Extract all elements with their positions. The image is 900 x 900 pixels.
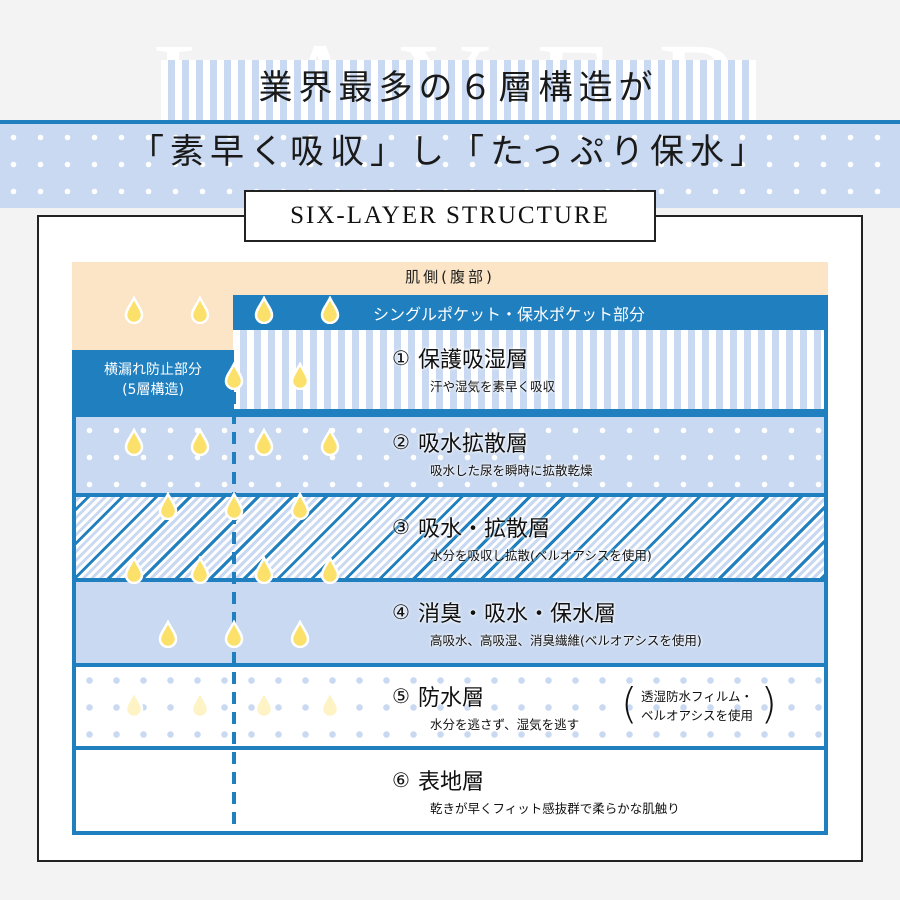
layer-6-title: 表地層 <box>417 770 484 795</box>
dashed-divider <box>232 372 236 835</box>
section-label: SIX-LAYER STRUCTURE <box>244 190 656 242</box>
water-drop-icon <box>290 492 310 520</box>
layer-2-text: ② 吸水拡散層 吸水した尿を瞬時に拡散乾燥 <box>392 426 593 479</box>
layer-4-band <box>72 582 828 667</box>
water-drop-icon <box>124 556 144 584</box>
water-drop-icon <box>224 620 244 648</box>
layer-5-note-line-2: ベルオアシスを使用 <box>641 708 754 723</box>
layer-5-text: ⑤ 防水層 水分を逃さず、湿気を逃す <box>392 680 812 733</box>
side-leak-sub: (5層構造) <box>122 382 184 398</box>
layer-diagram: 肌側(腹部) シングルポケット・保水ポケット部分 横漏れ防止部分 (5層構造) … <box>72 262 828 835</box>
water-drop-icon <box>320 690 340 718</box>
layer-2-desc: 吸水した尿を瞬時に拡散乾燥 <box>430 463 593 478</box>
water-drop-icon <box>190 556 210 584</box>
water-drop-icon <box>124 296 144 324</box>
layer-2-number: ② <box>392 430 410 454</box>
pocket-label: シングルポケット・保水ポケット部分 <box>373 304 646 324</box>
layer-3-number: ③ <box>392 515 410 539</box>
layer-4-text: ④ 消臭・吸水・保水層 高吸水、高吸湿、消臭繊維(ベルオアシスを使用) <box>392 596 702 649</box>
water-drop-icon <box>224 362 244 390</box>
water-drop-icon <box>320 556 340 584</box>
layer-3-text: ③ 吸水・拡散層 水分を吸収し拡散(ベルオアシスを使用) <box>392 511 652 564</box>
skin-side-label: 肌側(腹部) <box>405 268 495 286</box>
layer-1-number: ① <box>392 346 410 370</box>
water-drop-icon <box>290 620 310 648</box>
layer-1-band <box>233 330 828 413</box>
water-drop-icon <box>158 620 178 648</box>
layer-3-desc: 水分を吸収し拡散(ベルオアシスを使用) <box>430 548 652 563</box>
layer-5-note-line-1: 透湿防水フィルム・ <box>641 689 754 704</box>
layer-6-text: ⑥ 表地層 乾きが早くフィット感抜群で柔らかな肌触り <box>392 764 680 817</box>
water-drop-icon <box>290 362 310 390</box>
layer-6-desc: 乾きが早くフィット感抜群で柔らかな肌触り <box>430 801 680 816</box>
layer-5-number: ⑤ <box>392 684 410 708</box>
layer-2-title: 吸水拡散層 <box>417 432 528 457</box>
layer-1-desc: 汗や湿気を素早く吸収 <box>430 379 556 394</box>
water-drop-icon <box>124 428 144 456</box>
layer-6-band <box>72 750 828 835</box>
layer-5-desc: 水分を逃さず、湿気を逃す <box>430 717 580 732</box>
water-drop-icon <box>224 492 244 520</box>
water-drop-icon <box>254 296 274 324</box>
side-leak-label: 横漏れ防止部分 <box>104 362 202 378</box>
water-drop-icon <box>124 690 144 718</box>
layer-5-note: 透湿防水フィルム・ ベルオアシスを使用 <box>621 683 777 725</box>
water-drop-icon <box>190 690 210 718</box>
water-drop-icon <box>254 690 274 718</box>
layer-6-number: ⑥ <box>392 768 410 792</box>
layer-1-text: ① 保護吸湿層 汗や湿気を素早く吸収 <box>392 342 555 395</box>
layer-3-title: 吸水・拡散層 <box>417 517 550 542</box>
water-drop-icon <box>190 428 210 456</box>
water-drop-icon <box>254 428 274 456</box>
layer-5-title: 防水層 <box>417 686 484 711</box>
water-drop-icon <box>190 296 210 324</box>
layer-4-number: ④ <box>392 600 410 624</box>
water-drop-icon <box>158 492 178 520</box>
water-drop-icon <box>320 428 340 456</box>
layer-4-title: 消臭・吸水・保水層 <box>417 602 616 627</box>
layer-4-desc: 高吸水、高吸湿、消臭繊維(ベルオアシスを使用) <box>430 633 702 648</box>
water-drop-icon <box>320 296 340 324</box>
layer-1-title: 保護吸湿層 <box>417 348 528 373</box>
side-leak-block: 横漏れ防止部分 (5層構造) <box>72 350 234 413</box>
layer-3-band <box>72 497 828 582</box>
water-drop-icon <box>254 556 274 584</box>
